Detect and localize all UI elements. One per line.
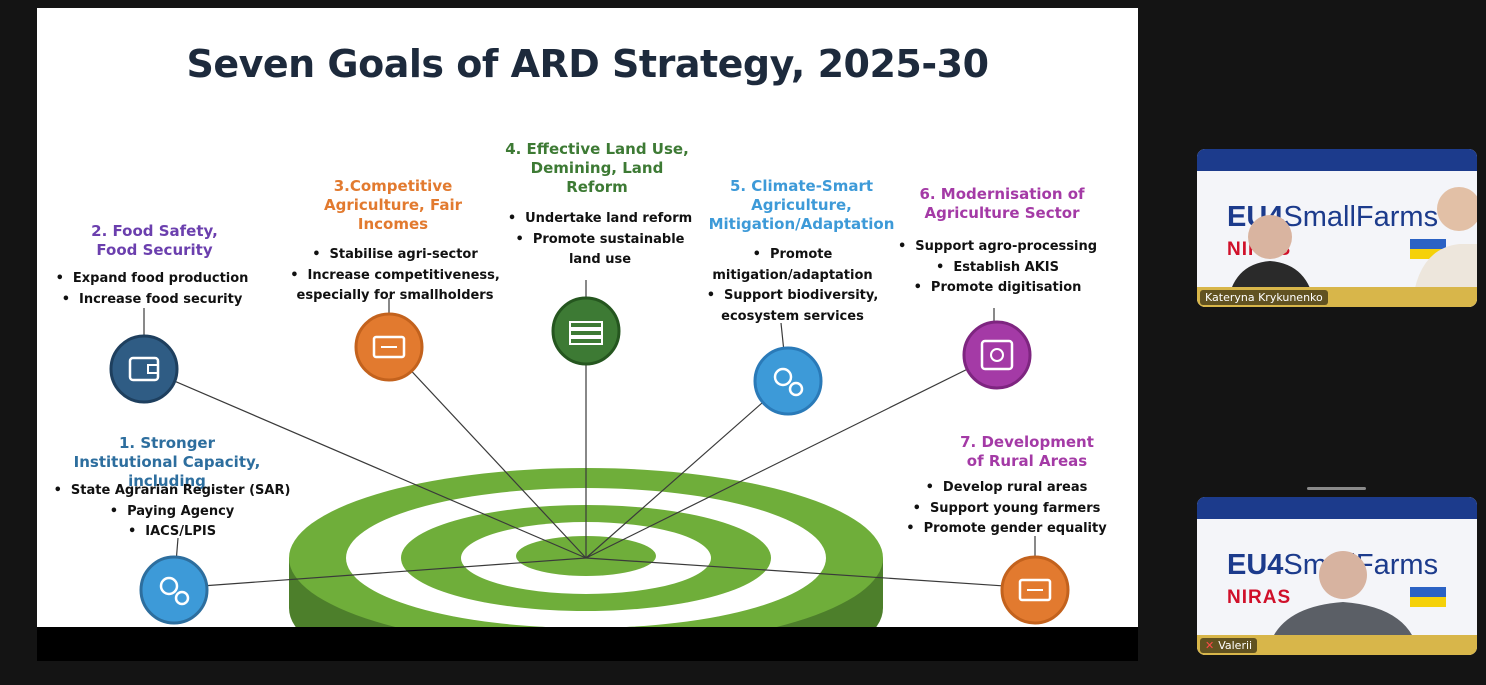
goal-4-list: Undertake land reform Promote sustainabl… bbox=[500, 209, 700, 271]
goal-4-title: 4. Effective Land Use, Demining, Land Re… bbox=[505, 140, 689, 196]
list-item: IACS/LPIS bbox=[42, 522, 302, 543]
goal-2-title: 2. Food Safety, Food Security bbox=[91, 222, 218, 259]
goal-3-list: Stabilise agri-sector Increase competiti… bbox=[285, 245, 505, 307]
niras-logo: NIRAS bbox=[1227, 587, 1292, 608]
list-item: Promote sustainable land use bbox=[500, 230, 700, 271]
goal-1-list: State Agrarian Register (SAR) Paying Age… bbox=[42, 481, 302, 543]
list-item: Increase competitiveness, especially for… bbox=[285, 266, 505, 307]
list-item: Stabilise agri-sector bbox=[285, 245, 505, 266]
goal-2-list: Expand food production Increase food sec… bbox=[37, 269, 267, 310]
banknote-icon-2 bbox=[1000, 555, 1070, 625]
list-item: Expand food production bbox=[37, 269, 267, 290]
list-item: Support biodiversity, ecosystem services bbox=[700, 286, 885, 327]
banner-bottom bbox=[1197, 635, 1477, 655]
gears-icon-2 bbox=[753, 346, 823, 416]
target-diagram bbox=[109, 280, 1070, 627]
list-item: Increase food security bbox=[37, 290, 267, 311]
goal-5-title: 5. Climate-Smart Agriculture, Mitigation… bbox=[708, 177, 895, 233]
goal-5-list: Promote mitigation/adaptation Support bi… bbox=[700, 245, 885, 327]
participant-name-label: Kateryna Krykunenko bbox=[1200, 290, 1328, 305]
goal-3-title: 3.Competitive Agriculture, Fair Incomes bbox=[324, 177, 462, 233]
list-item: Support young farmers bbox=[899, 499, 1114, 520]
goal-6-title: 6. Modernisation of Agriculture Sector bbox=[919, 185, 1085, 222]
list-item: Develop rural areas bbox=[899, 478, 1114, 499]
participant-video-tile[interactable]: EU4SmallFarms NIRAS Kateryna Krykunenko bbox=[1197, 149, 1477, 307]
list-item: Paying Agency bbox=[42, 502, 302, 523]
slide-title: Seven Goals of ARD Strategy, 2025-30 bbox=[186, 42, 989, 86]
screen-share-bottom-bar bbox=[37, 627, 1138, 661]
goal-7-list: Develop rural areas Support young farmer… bbox=[899, 478, 1114, 540]
ukraine-flag-icon bbox=[1410, 587, 1446, 607]
banner-top bbox=[1197, 149, 1477, 171]
banner-top bbox=[1197, 497, 1477, 519]
participant-video-feed bbox=[1267, 551, 1419, 655]
list-item: Undertake land reform bbox=[500, 209, 700, 230]
participant-name-label: ✕Valerii bbox=[1200, 638, 1258, 653]
goal-7-title: 7. Development of Rural Areas bbox=[960, 433, 1094, 470]
list-item: Promote gender equality bbox=[899, 519, 1114, 540]
participant-video-feed bbox=[1227, 187, 1477, 307]
list-item: State Agrarian Register (SAR) bbox=[42, 481, 302, 502]
mic-muted-icon: ✕ bbox=[1205, 639, 1215, 652]
safe-icon bbox=[962, 320, 1032, 390]
wallet-icon bbox=[109, 334, 179, 404]
list-item: Promote digitisation bbox=[885, 278, 1110, 299]
list-item: Establish AKIS bbox=[885, 258, 1110, 279]
participant-video-tile[interactable]: EU4SmallFarms NIRAS ✕Valerii bbox=[1197, 497, 1477, 655]
goal-6-list: Support agro-processing Establish AKIS P… bbox=[885, 237, 1110, 299]
ukraine-flag-icon bbox=[1410, 239, 1446, 259]
gallery-drag-handle[interactable] bbox=[1307, 487, 1366, 490]
money-stack-icon bbox=[551, 296, 621, 366]
list-item: Support agro-processing bbox=[885, 237, 1110, 258]
gears-icon bbox=[139, 555, 209, 625]
banknote-icon bbox=[354, 312, 424, 382]
shared-presentation-slide: Seven Goals of ARD Strategy, 2025-30 bbox=[37, 8, 1138, 627]
list-item: Promote mitigation/adaptation bbox=[700, 245, 885, 286]
